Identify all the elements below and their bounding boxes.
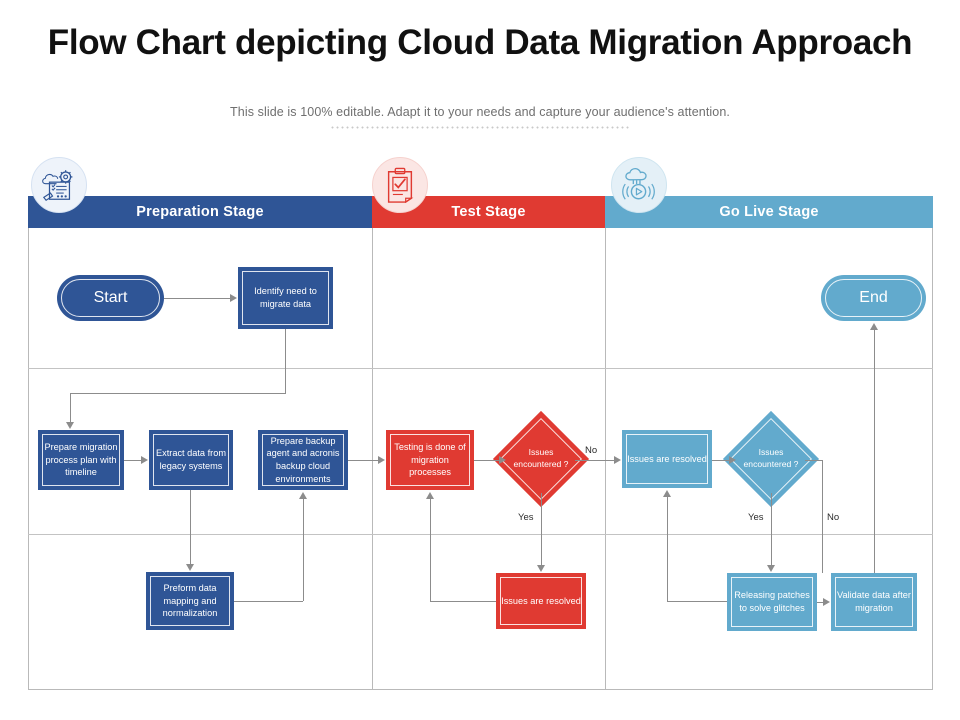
connector-plan-to-extract	[124, 460, 141, 461]
connector-identify-down	[285, 329, 286, 393]
arrow-head	[614, 455, 621, 464]
swimlane-row-divider-1	[28, 368, 933, 369]
stage-header-golive[interactable]: Go Live Stage	[605, 196, 933, 228]
node-end[interactable]: End	[821, 275, 926, 321]
cloud-broadcast-play-icon	[611, 157, 667, 213]
connector-live-yes-down	[771, 493, 772, 565]
node-prepare-backup[interactable]: Prepare backup agent and acronis backup …	[258, 430, 348, 490]
connector-live-no-right	[805, 460, 822, 461]
stage-label-test: Test Stage	[451, 204, 526, 220]
node-live-issues-resolved-label: Issues are resolved	[627, 453, 707, 464]
connector-test-loop-up	[430, 499, 431, 601]
node-identify-need[interactable]: Identify need to migrate data	[238, 267, 333, 329]
connector-test-no	[575, 460, 614, 461]
connector-start-to-identify	[164, 298, 230, 299]
node-test-issues-decision[interactable]: Issues encountered ?	[492, 410, 590, 508]
arrow-head	[823, 597, 830, 606]
connector-up-to-backup	[303, 499, 304, 601]
edge-label-test-yes: Yes	[518, 512, 534, 523]
node-test-issues-resolved[interactable]: Issues are resolved	[496, 573, 586, 629]
node-validate-data[interactable]: Validate data after migration	[831, 573, 917, 631]
node-prepare-plan-label: Prepare migration process plan with time…	[44, 441, 118, 478]
node-live-issues-decision[interactable]: Issues encountered ?	[722, 410, 820, 508]
connector-validate-to-end	[874, 330, 875, 573]
node-identify-need-label: Identify need to migrate data	[254, 286, 317, 309]
connector-extract-to-mapping	[190, 490, 191, 564]
connector-mapping-right	[234, 601, 303, 602]
arrow-head	[536, 565, 545, 572]
node-end-label: End	[859, 289, 888, 306]
node-inner-border	[825, 279, 922, 317]
node-data-mapping-label: Preform data mapping and normalization	[162, 582, 218, 619]
node-prepare-plan[interactable]: Prepare migration process plan with time…	[38, 430, 124, 490]
node-testing-done-label: Testing is done of migration processes	[394, 441, 466, 478]
arrow-head	[662, 490, 671, 497]
connector-patches-left	[667, 601, 727, 602]
arrow-head	[185, 564, 194, 571]
node-data-mapping[interactable]: Preform data mapping and normalization	[146, 572, 234, 630]
node-live-issues-resolved[interactable]: Issues are resolved	[622, 430, 712, 488]
node-start-label: Start	[93, 289, 128, 306]
connector-patches-loop-up	[667, 497, 668, 601]
connector-live-resolved-to-decision	[712, 460, 729, 461]
connector-test-yes-down	[541, 493, 542, 565]
cloud-gear-checklist-icon	[31, 157, 87, 213]
node-test-issues-resolved-label: Issues are resolved	[501, 595, 581, 606]
page-subtitle: This slide is 100% editable. Adapt it to…	[230, 105, 730, 119]
arrow-head	[499, 455, 506, 464]
arrow-head	[141, 455, 148, 464]
clipboard-check-icon	[372, 157, 428, 213]
arrow-head	[65, 422, 74, 429]
dotted-divider	[330, 126, 630, 129]
arrow-head	[729, 455, 736, 464]
connector-patches-to-validate	[817, 602, 823, 603]
node-releasing-patches[interactable]: Releasing patches to solve glitches	[727, 573, 817, 631]
connector-down-to-prepare-plan	[70, 393, 71, 422]
stage-header-preparation[interactable]: Preparation Stage	[28, 196, 372, 228]
connector-test-resolved-left	[430, 601, 496, 602]
edge-label-live-yes: Yes	[748, 512, 764, 523]
swimlane-divider-2	[605, 196, 606, 690]
stage-label-golive: Go Live Stage	[719, 204, 819, 220]
node-live-issues-label: Issues encountered ?	[743, 447, 799, 469]
connector-live-no-down	[822, 460, 823, 573]
stage-label-preparation: Preparation Stage	[136, 204, 264, 220]
edge-label-test-no: No	[585, 445, 598, 456]
node-extract-data[interactable]: Extract data from legacy systems	[149, 430, 233, 490]
arrow-head	[425, 492, 434, 499]
arrow-head	[869, 323, 878, 330]
node-prepare-backup-label: Prepare backup agent and acronis backup …	[266, 435, 340, 484]
node-test-issues-label: Issues encountered ?	[513, 447, 569, 469]
arrow-head	[230, 293, 237, 302]
arrow-head	[766, 565, 775, 572]
node-inner-border	[61, 279, 160, 317]
node-extract-data-label: Extract data from legacy systems	[156, 448, 226, 471]
node-testing-done[interactable]: Testing is done of migration processes	[386, 430, 474, 490]
connector-testing-to-decision	[474, 460, 499, 461]
node-validate-data-label: Validate data after migration	[837, 590, 911, 613]
arrow-head	[298, 492, 307, 499]
swimlane-grid	[28, 196, 933, 690]
page-title: Flow Chart depicting Cloud Data Migratio…	[47, 23, 913, 62]
connector-backup-to-testing	[348, 460, 378, 461]
node-start[interactable]: Start	[57, 275, 164, 321]
arrow-head	[378, 455, 385, 464]
edge-label-live-no: No	[827, 512, 840, 523]
node-releasing-patches-label: Releasing patches to solve glitches	[734, 590, 810, 613]
connector-identify-left	[70, 393, 286, 394]
swimlane-divider-1	[372, 196, 373, 690]
swimlane-row-divider-2	[28, 534, 933, 535]
